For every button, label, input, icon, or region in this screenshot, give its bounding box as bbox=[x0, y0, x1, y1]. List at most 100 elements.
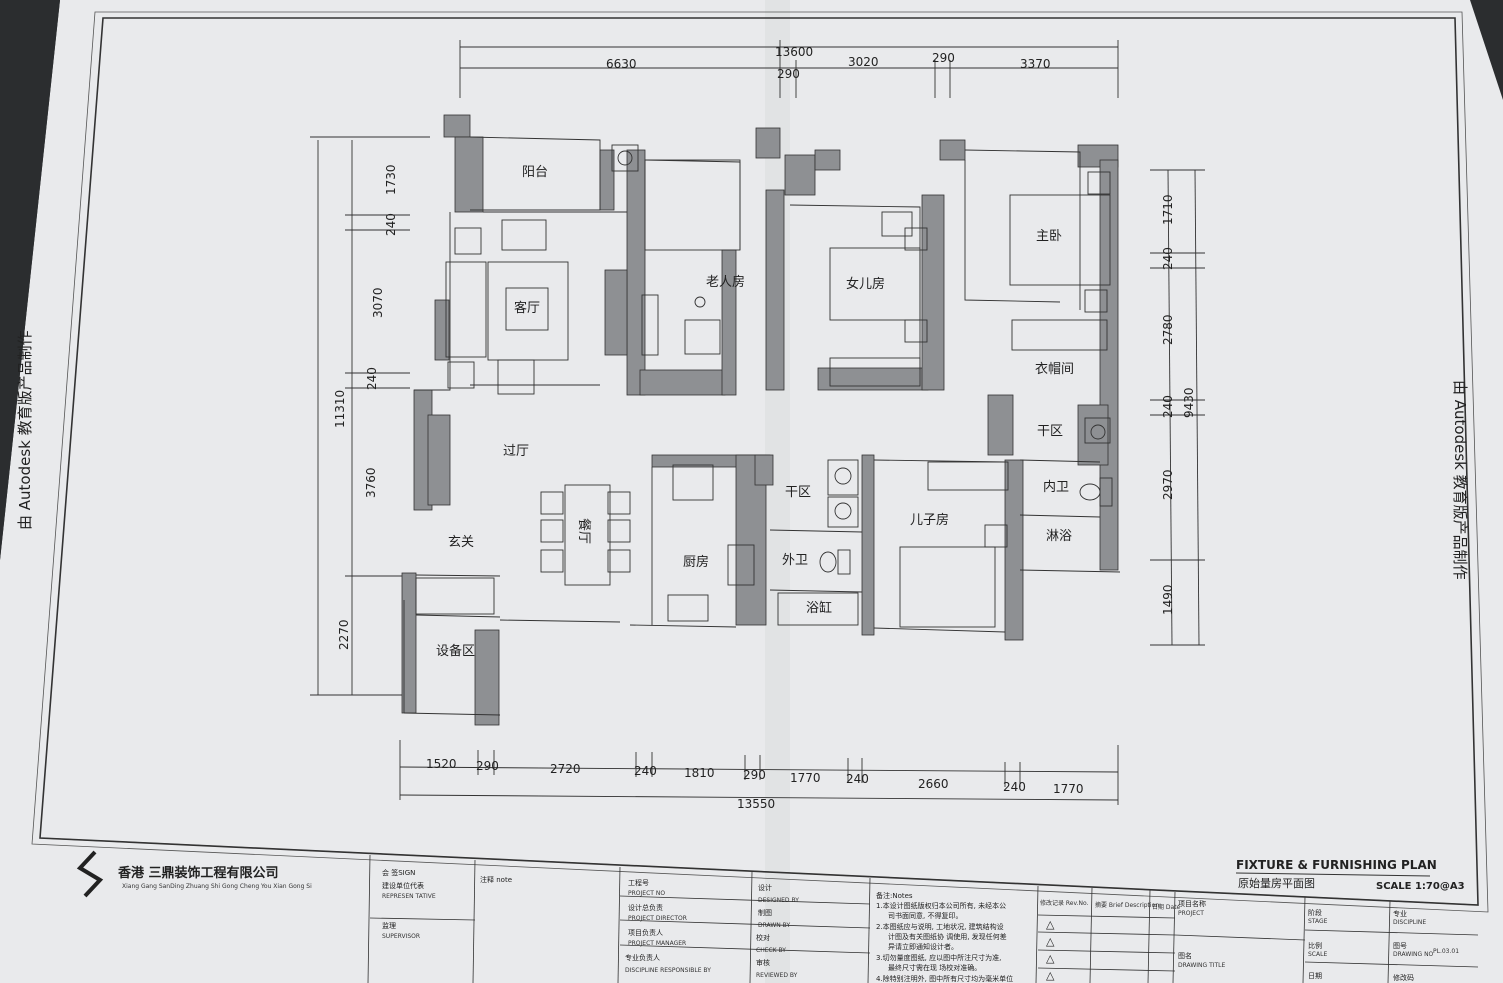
dim-bottom-total: 13550 bbox=[737, 797, 775, 811]
stage-label-en: STAGE bbox=[1308, 918, 1328, 925]
dim-bottom-5: 290 bbox=[743, 768, 766, 782]
plant-2 bbox=[447, 361, 475, 389]
plant-1 bbox=[454, 227, 482, 255]
room-master-bath: 内卫 bbox=[1043, 479, 1069, 495]
sofa bbox=[445, 261, 487, 358]
dim-bottom-3: 240 bbox=[634, 764, 657, 778]
room-master: 主卧 bbox=[1036, 229, 1062, 244]
dim-left-4: 3760 bbox=[364, 467, 378, 498]
dim-left-1: 240 bbox=[384, 213, 398, 236]
design-row-2: 制图 bbox=[758, 908, 772, 917]
revision-header-1: 摘要 Brief Description bbox=[1095, 901, 1159, 909]
project-name-label-en: PROJECT bbox=[1178, 910, 1204, 917]
design-row-4: 校对 bbox=[756, 933, 770, 942]
ratio-label: 比例 bbox=[1308, 941, 1322, 950]
revision-no-label: 修改码 bbox=[1393, 973, 1414, 982]
project-row-6: 专业负责人 bbox=[625, 953, 660, 962]
project-row-3: PROJECT DIRECTOR bbox=[628, 915, 687, 922]
room-cloakroom: 衣帽间 bbox=[1035, 361, 1074, 377]
dim-left-5: 2270 bbox=[337, 619, 351, 650]
project-row-7: DISCIPLINE RESPONSIBLE BY bbox=[625, 967, 711, 974]
plan-scale: SCALE 1:70@A3 bbox=[1376, 881, 1465, 892]
sink bbox=[667, 594, 709, 622]
elder-bed bbox=[644, 159, 741, 251]
furniture bbox=[415, 144, 1113, 628]
drawing-frame-outer bbox=[31, 11, 1489, 913]
note-line-0: 1.本设计图纸版权归本公司所有, 未经本公 bbox=[876, 901, 1006, 910]
dim-left-3: 240 bbox=[365, 367, 379, 390]
dim-top-2: 3020 bbox=[848, 55, 879, 69]
revision-mark-0: △ bbox=[1046, 918, 1055, 931]
stove bbox=[727, 544, 755, 586]
project-row-1: PROJECT NO bbox=[628, 890, 665, 897]
supervisor-label: 监理 bbox=[382, 921, 396, 930]
discipline-label: 专业 bbox=[1393, 909, 1407, 918]
dim-top-3: 290 bbox=[932, 51, 955, 65]
dim-top-total: 13600 bbox=[775, 45, 813, 59]
daughter-wardrobe bbox=[829, 357, 921, 387]
room-kitchen: 厨房 bbox=[683, 554, 709, 570]
supervisor-label-en: SUPERVISOR bbox=[382, 933, 420, 940]
dim-right-5: 1490 bbox=[1161, 584, 1175, 615]
rep-label-en: REPRESEN TATIVE bbox=[382, 893, 436, 900]
revision-mark-1: △ bbox=[1046, 935, 1055, 948]
company-logo-icon bbox=[76, 850, 104, 898]
dim-right-2: 2780 bbox=[1161, 314, 1175, 345]
dimension-top bbox=[459, 40, 1119, 98]
dim-top-4: 3370 bbox=[1020, 57, 1051, 71]
design-row-5: CHECK BY bbox=[756, 947, 786, 954]
company-name: 香港 三鼎装饰工程有限公司 bbox=[117, 865, 279, 881]
armchair bbox=[497, 359, 535, 395]
dim-right-total: 9430 bbox=[1182, 387, 1196, 418]
room-dining: 餐厅 bbox=[576, 518, 592, 544]
walls bbox=[401, 114, 1119, 726]
dim-bottom-9: 240 bbox=[1003, 780, 1026, 794]
room-living: 客厅 bbox=[514, 300, 540, 316]
room-guest-bath: 外卫 bbox=[782, 553, 808, 568]
design-row-1: DESIGNED BY bbox=[758, 897, 799, 904]
ratio-label-en: SCALE bbox=[1308, 951, 1327, 958]
project-row-5: PROJECT MANAGER bbox=[628, 940, 686, 947]
project-row-4: 项目负责人 bbox=[628, 928, 663, 937]
daughter-bed bbox=[829, 247, 921, 321]
dim-left-0: 1730 bbox=[384, 164, 398, 195]
dim-bottom-10: 1770 bbox=[1053, 782, 1084, 796]
dimension-left bbox=[310, 136, 430, 696]
elder-chair bbox=[684, 319, 721, 355]
project-row-0: 工程号 bbox=[628, 878, 649, 887]
dim-right-0: 1710 bbox=[1161, 194, 1175, 225]
room-dry-right: 干区 bbox=[1037, 424, 1063, 439]
dim-top-1: 290 bbox=[777, 67, 800, 81]
note-line-3: 计图及有关图纸协 调使用, 发现任何差 bbox=[888, 932, 1007, 941]
dim-bottom-4: 1810 bbox=[684, 766, 715, 780]
title-block: 香港 三鼎装饰工程有限公司 Xiang Gang SanDing Zhuang … bbox=[39, 837, 1479, 983]
room-entry: 玄关 bbox=[448, 535, 474, 550]
dim-right-3: 240 bbox=[1161, 395, 1175, 418]
design-row-7: REVIEWED BY bbox=[756, 972, 798, 979]
revision-header-0: 修改记录 Rev.No. bbox=[1040, 899, 1089, 907]
room-dry-mid: 干区 bbox=[785, 485, 811, 500]
dim-left-2: 3070 bbox=[371, 287, 385, 318]
dim-bottom-0: 1520 bbox=[426, 757, 457, 771]
discipline-label-en: DISCIPLINE bbox=[1393, 919, 1426, 926]
drawing-no-value: PL.03.01 bbox=[1433, 948, 1459, 955]
drawing-title-label: 图名 bbox=[1178, 951, 1192, 960]
room-elder: 老人房 bbox=[706, 274, 745, 290]
date-label: 日期 bbox=[1308, 972, 1322, 980]
watermark-right: 由 Autodesk 教育版产品制作 bbox=[1451, 380, 1469, 580]
dim-bottom-1: 290 bbox=[476, 759, 499, 773]
note-label: 注释 note bbox=[480, 875, 512, 884]
drawing-title-label-en: DRAWING TITLE bbox=[1178, 962, 1226, 969]
drawing-no-label-en: DRAWING NO bbox=[1393, 951, 1434, 958]
elder-wardrobe bbox=[641, 294, 659, 356]
company-name-en: Xiang Gang SanDing Zhuang Shi Gong Cheng… bbox=[122, 883, 312, 890]
dim-right-4: 2970 bbox=[1161, 469, 1175, 500]
son-bed bbox=[899, 546, 996, 628]
plan-title: FIXTURE & FURNISHING PLAN bbox=[1236, 858, 1437, 872]
room-shower: 淋浴 bbox=[1046, 529, 1072, 544]
room-balcony: 阳台 bbox=[522, 165, 548, 180]
note-line-4: 异请立即通知设计者。 bbox=[888, 942, 958, 951]
room-equipment: 设备区 bbox=[436, 643, 475, 659]
dim-left-total: 11310 bbox=[333, 390, 347, 428]
